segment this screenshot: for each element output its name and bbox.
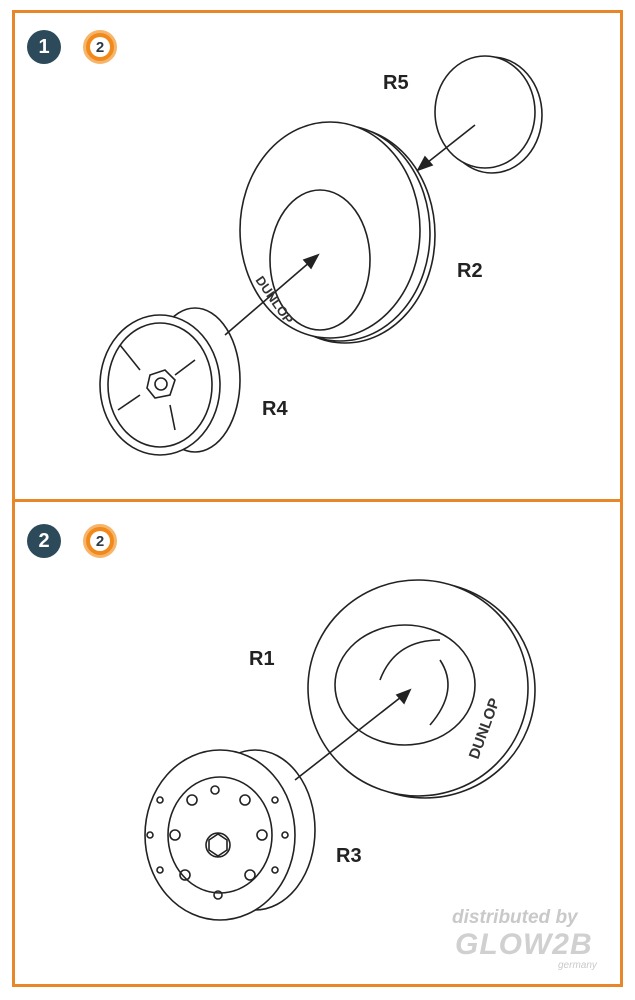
watermark-logo: GLOW2B [455, 928, 593, 961]
r2-tire-part [239, 121, 436, 344]
r1-tire-part [307, 579, 536, 799]
step-1-count-badge: 2 [83, 30, 117, 64]
step-2-count-badge: 2 [83, 524, 117, 558]
label-r1: R1 [249, 648, 275, 670]
label-r4: R4 [262, 398, 288, 420]
step-2-badge: 2 [27, 524, 61, 558]
label-r3: R3 [336, 845, 362, 867]
r5-hub-cap-part [434, 55, 543, 174]
step-1-badge: 1 [27, 30, 61, 64]
label-r5: R5 [383, 72, 409, 94]
step-2-count: 2 [90, 531, 110, 551]
r4-wheel-part [99, 307, 241, 456]
r3-wheel-part [144, 749, 316, 921]
watermark-country: germany [558, 960, 597, 971]
label-r2: R2 [457, 260, 483, 282]
step-1-count: 2 [90, 37, 110, 57]
watermark-distributed: distributed by [452, 907, 578, 928]
